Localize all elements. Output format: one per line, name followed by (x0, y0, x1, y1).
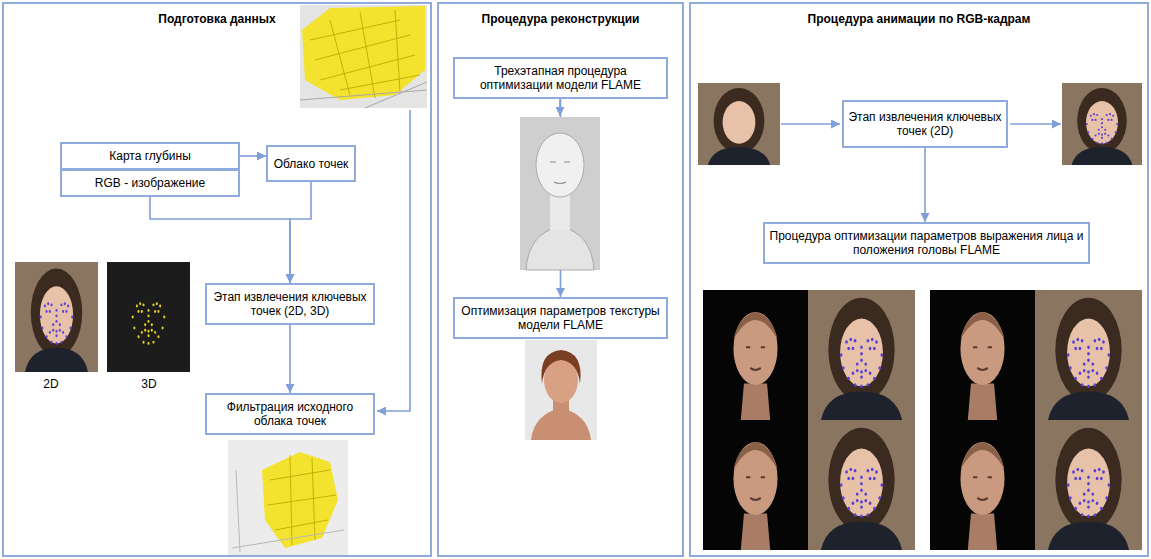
box-label: Карта глубины (109, 149, 191, 163)
animated-render (703, 290, 808, 420)
input-frame (698, 83, 780, 165)
filtered-cloud-picture (228, 440, 348, 555)
flow-arrow (924, 148, 926, 222)
animated-render (930, 290, 1035, 420)
landmark-dots (1068, 469, 1109, 516)
stage-panel: Подготовка данныхКарта глубиныRGB - изоб… (2, 2, 432, 557)
source-frame (1035, 290, 1142, 420)
landmark-dots (841, 469, 882, 516)
point-cloud (302, 6, 425, 100)
process-box: Оптимизация параметров текстуры модели F… (453, 297, 668, 339)
flow-arrow (290, 182, 311, 283)
process-box: Карта глубины (60, 142, 240, 170)
box-label: Облако точек (274, 157, 349, 171)
stage-panel: Процедура анимации по RGB-кадрамЭтап изв… (689, 2, 1149, 557)
mesh-shoulders (526, 226, 594, 270)
panel-title: Процедура анимации по RGB-кадрам (691, 12, 1147, 26)
animated-render (930, 420, 1035, 550)
process-box: RGB - изображение (60, 169, 240, 197)
landmark-dots (133, 304, 165, 344)
box-label: Этап извлечения ключевых точек (2D, 3D) (211, 290, 369, 318)
flow-arrow (240, 155, 266, 157)
animated-render (703, 420, 808, 550)
mesh-picture (520, 117, 600, 270)
filtered-point-cloud (262, 452, 338, 548)
process-box: Фильтрация исходного облака точек (205, 393, 375, 435)
textured-hair (541, 350, 580, 384)
flow-arrow (377, 110, 410, 411)
point-cloud-picture (300, 5, 427, 108)
process-box: Трехэтапная процедура оптимизации модели… (453, 57, 668, 99)
landmark-dots (41, 304, 73, 344)
flow-arrow (1010, 123, 1061, 125)
process-box: Этап извлечения ключевых точек (2D) (842, 100, 1008, 148)
landmark-dots (1068, 339, 1109, 386)
process-box: Процедура оптимизации параметров выражен… (763, 222, 1090, 264)
textured-head-picture (525, 340, 597, 440)
box-label: Процедура оптимизации параметров выражен… (769, 229, 1084, 257)
picture-label: 2D (38, 377, 64, 391)
source-frame (808, 420, 915, 550)
flow-arrow (781, 123, 840, 125)
box-label: RGB - изображение (95, 176, 205, 190)
ground-grid (232, 470, 344, 552)
point-cloud-texture (268, 455, 336, 545)
point-cloud-texture (310, 10, 420, 98)
box-label: Оптимизация параметров текстуры модели F… (459, 304, 662, 332)
box-label: Этап извлечения ключевых точек (2D) (848, 110, 1002, 138)
flow-arrow (289, 325, 291, 393)
landmark-dots (841, 339, 882, 386)
stage-panel: Процедура реконструкцииТрехэтапная проце… (437, 2, 684, 557)
landmark-dots (1087, 114, 1117, 144)
keypoints-frame (1062, 83, 1142, 165)
keypoints-3d-picture (107, 262, 190, 372)
source-frame (808, 290, 915, 420)
process-box: Облако точек (266, 145, 356, 182)
ground-grid (300, 82, 427, 108)
panel-title: Процедура реконструкции (439, 12, 682, 26)
face-photo (15, 262, 98, 372)
box-label: Фильтрация исходного облака точек (211, 400, 369, 428)
source-frame (1035, 420, 1142, 550)
flow-arrow (559, 98, 561, 116)
process-box: Этап извлечения ключевых точек (2D, 3D) (205, 283, 375, 325)
panel-title: Подготовка данных (4, 12, 430, 26)
mesh-head (536, 133, 584, 197)
picture-label: 3D (136, 377, 162, 391)
box-label: Трехэтапная процедура оптимизации модели… (459, 64, 662, 92)
mesh-features (550, 162, 570, 184)
